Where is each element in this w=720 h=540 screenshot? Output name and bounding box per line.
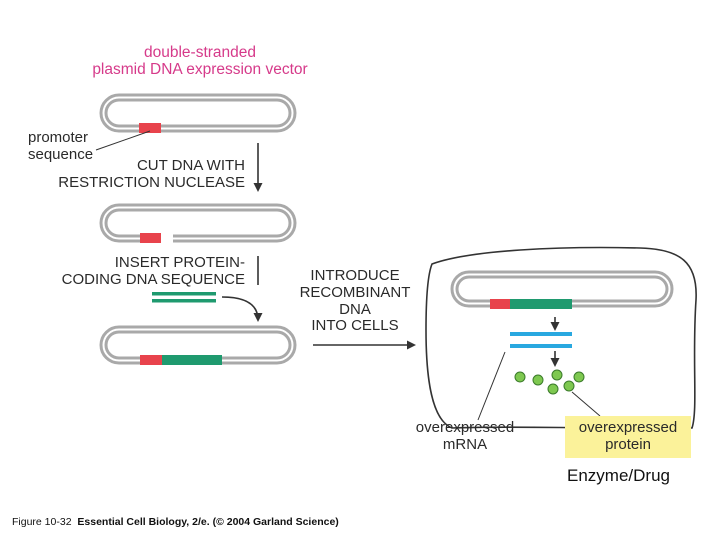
cut-step-label: CUT DNA WITH RESTRICTION NUCLEASE xyxy=(58,157,245,191)
promoter-segment xyxy=(140,233,161,243)
plasmid-cut xyxy=(99,203,297,244)
vector-title: double-stranded plasmid DNA expression v… xyxy=(92,44,308,79)
restriction-cut-gap xyxy=(161,232,173,244)
insert-step-label: INSERT PROTEIN- CODING DNA SEQUENCE xyxy=(61,254,245,288)
plasmid-intact xyxy=(99,93,297,133)
coding-dna-insert xyxy=(152,292,216,303)
mrna-pointer-line xyxy=(477,351,506,421)
promoter-label: promoter sequence xyxy=(28,129,94,163)
figure-number: Figure 10-32 xyxy=(12,516,72,528)
promoter-segment xyxy=(140,355,162,365)
coding-segment xyxy=(162,355,222,365)
mrna-strands xyxy=(510,332,572,348)
plasmid-in-cell xyxy=(450,270,674,309)
plasmid-recombinant xyxy=(99,325,297,365)
mrna-label: overexpressed mRNA xyxy=(415,419,515,453)
figure-source: Essential Cell Biology, 2/e. (© 2004 Gar… xyxy=(77,516,339,528)
coding-segment xyxy=(510,299,572,309)
promoter-segment xyxy=(139,123,161,133)
protein-molecules xyxy=(514,369,585,395)
promoter-pointer-line xyxy=(95,130,151,151)
introduce-step-label: INTRODUCE RECOMBINANT DNA INTO CELLS xyxy=(299,267,411,335)
figure-caption: Figure 10-32 Essential Cell Biology, 2/e… xyxy=(12,516,339,528)
promoter-segment xyxy=(490,299,510,309)
enzyme-drug-label: Enzyme/Drug xyxy=(567,466,670,485)
cell-outline xyxy=(425,246,697,429)
protein-pointer-line xyxy=(571,391,601,417)
insert-step-arrow xyxy=(221,296,263,322)
protein-highlight-box xyxy=(565,416,691,458)
protein-label: overexpressed protein xyxy=(578,419,678,453)
